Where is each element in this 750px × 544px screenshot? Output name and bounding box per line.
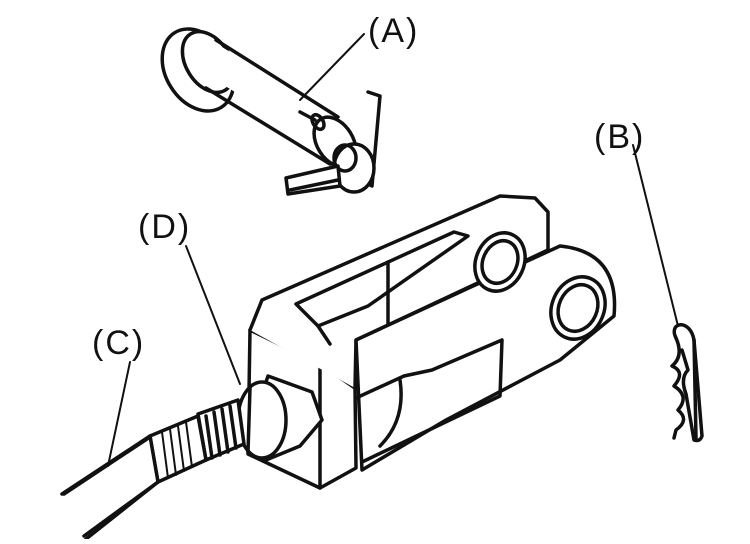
- label-b: (B): [594, 118, 646, 156]
- label-a: (A): [368, 12, 420, 50]
- clevis-pin-a: [160, 27, 382, 196]
- label-d: (D): [138, 208, 192, 246]
- cable-c: [60, 361, 160, 541]
- cotter-pin-b: [632, 144, 704, 443]
- threaded-rod: [148, 398, 246, 484]
- lock-nut-d: [185, 245, 324, 462]
- label-c: (C): [92, 324, 146, 362]
- clevis-yoke: [246, 194, 617, 490]
